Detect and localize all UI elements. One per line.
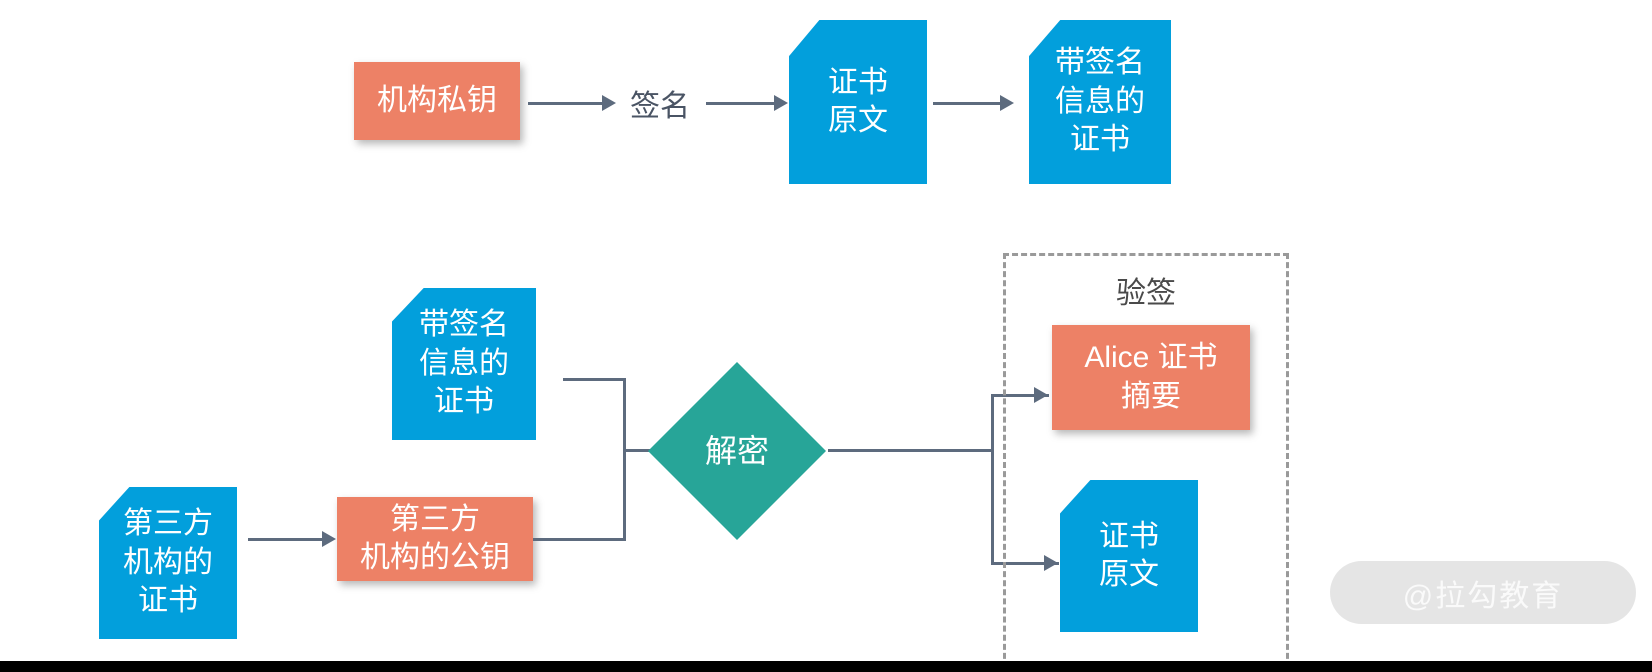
node-issuer-private-key[interactable]: 机构私钥 — [354, 62, 520, 140]
connector-plaintext-to-signedcert — [933, 102, 1005, 105]
arrowhead-decrypt-to-plaintext — [1044, 555, 1058, 571]
arrowhead-decrypt-to-digest — [1034, 387, 1048, 403]
arrowhead-plaintext-to-signedcert — [1000, 95, 1014, 111]
connector-publickey-merge — [533, 538, 626, 541]
connector-decrypt-split-vertical — [991, 394, 994, 564]
connector-decrypt-to-digest — [991, 394, 1049, 397]
connector-decrypt-out — [828, 449, 994, 452]
watermark: @拉勾教育 — [1330, 561, 1636, 624]
connector-privatekey-to-sign — [528, 102, 606, 105]
connector-thirdcert-to-publickey — [248, 538, 326, 541]
node-signed-certificate-bottom[interactable]: 带签名 信息的 证书 — [392, 288, 536, 440]
connector-merge-vertical — [623, 378, 626, 541]
arrowhead-privatekey-to-sign — [602, 95, 616, 111]
label-sign: 签名 — [630, 90, 690, 123]
arrowhead-sign-to-plaintext — [774, 95, 788, 111]
connector-sign-to-plaintext — [706, 102, 778, 105]
arrowhead-thirdcert-to-publickey — [322, 531, 336, 547]
node-third-party-certificate[interactable]: 第三方 机构的 证书 — [99, 487, 237, 639]
node-signed-certificate-top[interactable]: 带签名 信息的 证书 — [1029, 20, 1171, 184]
bottom-bar — [0, 661, 1652, 672]
node-certificate-plaintext-top[interactable]: 证书 原文 — [789, 20, 927, 184]
connector-decrypt-to-plaintext — [991, 562, 1059, 565]
node-third-party-public-key[interactable]: 第三方 机构的公钥 — [337, 497, 533, 581]
connector-signedcert-merge — [563, 378, 626, 381]
node-alice-certificate-digest[interactable]: Alice 证书 摘要 — [1052, 325, 1250, 430]
verify-region-title: 验签 — [1116, 277, 1176, 310]
node-decrypt[interactable]: 解密 — [648, 362, 826, 540]
node-certificate-plaintext-bottom[interactable]: 证书 原文 — [1060, 480, 1198, 632]
